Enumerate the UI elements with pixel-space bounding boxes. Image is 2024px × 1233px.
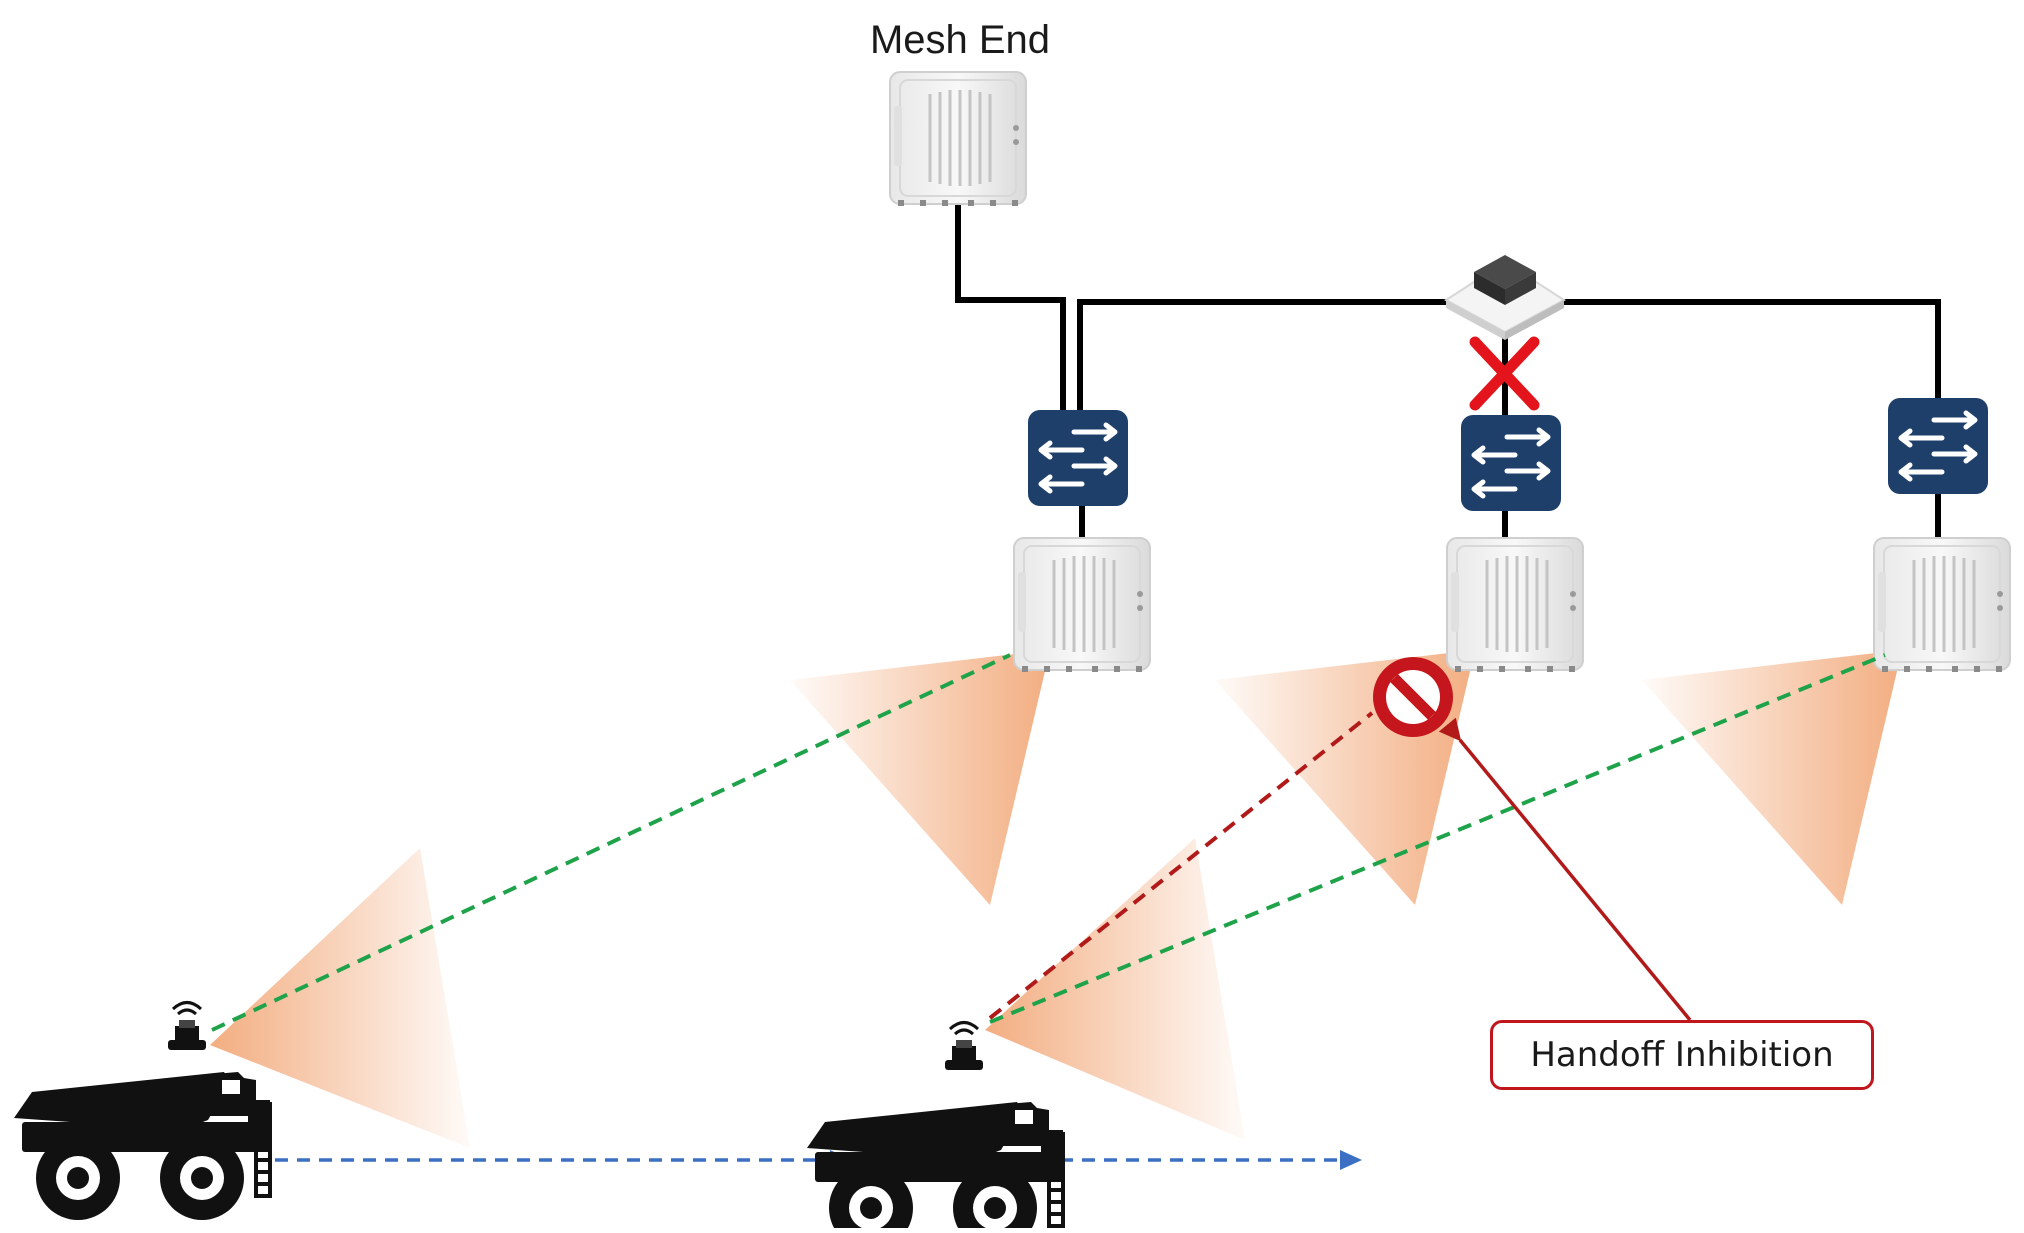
coverage-beam (790, 650, 1050, 905)
router-icon (1444, 255, 1566, 340)
fixed-radio-1 (1012, 536, 1152, 674)
motion-arrowhead (1340, 1150, 1362, 1170)
network-switch-icon (1461, 415, 1561, 511)
truck-antenna-icon (166, 1001, 208, 1052)
wireless-link-ok (989, 653, 1886, 1024)
wireless-link-blocked (988, 711, 1374, 1020)
red-x-icon (1469, 336, 1540, 411)
haul-truck-icon (805, 1100, 1065, 1233)
truck-antenna-icon (943, 1021, 985, 1072)
network-switch-icon (1028, 410, 1128, 506)
fixed-radio-3 (1872, 536, 2012, 674)
mesh-end-radio (888, 70, 1028, 208)
wireless-link-ok (211, 653, 1011, 1032)
backhaul-cabling (955, 202, 1941, 538)
coverage-beam (985, 838, 1245, 1140)
no-entry-icon (1373, 657, 1453, 737)
coverage-beam (210, 848, 470, 1148)
coverage-beam (1642, 650, 1902, 905)
fixed-radio-2 (1445, 536, 1585, 674)
callout-arrow (1438, 717, 1692, 1022)
mesh-end-label: Mesh End (869, 18, 1051, 62)
network-switch-icon (1888, 398, 1988, 494)
handoff-inhibition-callout: Handoff Inhibition (1490, 1020, 1874, 1090)
haul-truck-icon (12, 1070, 272, 1222)
